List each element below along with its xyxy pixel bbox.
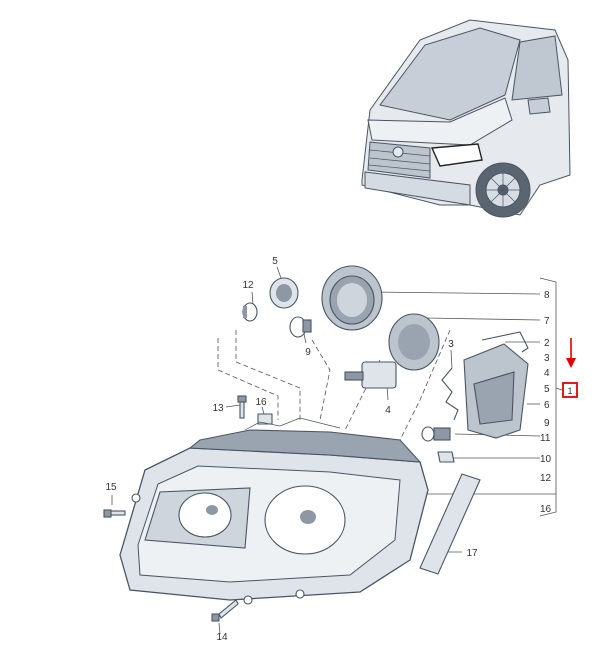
clip-16-icon bbox=[257, 413, 273, 425]
callout-9: 9 bbox=[305, 347, 311, 358]
headlight-assembly-icon bbox=[119, 417, 429, 605]
callout-10: 10 bbox=[540, 454, 552, 465]
screw-15-icon bbox=[103, 509, 126, 518]
callout-16: 16 bbox=[255, 397, 267, 408]
callout-1: 1 bbox=[567, 386, 572, 396]
cover-6-icon bbox=[463, 343, 529, 439]
bulb-11-icon bbox=[421, 426, 451, 442]
leader-lines bbox=[111, 266, 563, 635]
callout-12-right: 12 bbox=[540, 473, 552, 484]
screw-13-icon bbox=[237, 395, 247, 419]
callout-4-left: 4 bbox=[385, 405, 391, 416]
wire-2-icon bbox=[481, 331, 529, 353]
callout-bracket bbox=[539, 277, 557, 517]
cap-8-icon bbox=[321, 265, 383, 331]
highlight-box-icon bbox=[562, 382, 578, 398]
callout-9-right: 9 bbox=[544, 418, 550, 429]
callout-5: 5 bbox=[544, 384, 550, 395]
callout-15: 15 bbox=[105, 482, 117, 493]
clip-10-icon bbox=[437, 451, 455, 463]
callout-2: 2 bbox=[544, 338, 550, 349]
callout-labels: 5 12 9 4 3 13 16 15 14 17 8 7 2 3 4 5 6 … bbox=[105, 256, 551, 643]
trim-17-icon bbox=[419, 473, 481, 575]
callout-7: 7 bbox=[544, 316, 550, 327]
callout-8: 8 bbox=[544, 290, 550, 301]
callout-11: 11 bbox=[540, 433, 551, 444]
screw-14-icon bbox=[211, 599, 239, 622]
bulb-12-icon bbox=[242, 302, 258, 322]
callout-17: 17 bbox=[466, 548, 478, 559]
highlight-marker: 1 bbox=[562, 338, 578, 398]
bulb-9-icon bbox=[289, 316, 312, 338]
callout-13: 13 bbox=[212, 403, 224, 414]
cap-7-icon bbox=[388, 313, 440, 371]
van-front-icon bbox=[361, 19, 571, 218]
callout-3-left: 3 bbox=[448, 339, 454, 350]
callout-4: 4 bbox=[544, 368, 550, 379]
bulb-socket-5-icon bbox=[269, 277, 299, 309]
clip-3-icon bbox=[441, 367, 459, 421]
motor-4-icon bbox=[344, 361, 397, 389]
callout-14: 14 bbox=[216, 632, 228, 643]
callout-5-top: 5 bbox=[272, 256, 278, 267]
arrow-down-icon bbox=[566, 338, 576, 368]
callout-6: 6 bbox=[544, 400, 550, 411]
callout-16-right: 16 bbox=[540, 504, 552, 515]
callout-3: 3 bbox=[544, 353, 550, 364]
callout-12: 12 bbox=[242, 280, 254, 291]
